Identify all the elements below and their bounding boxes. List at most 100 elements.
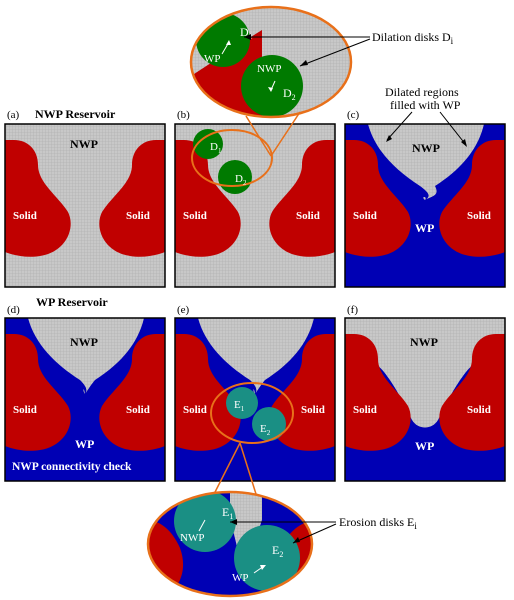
panel-f-frame — [344, 317, 506, 482]
panel-d-solid-left-label: Solid — [13, 404, 37, 416]
panel-e-zoom-ellipse — [210, 382, 294, 444]
panel-d-nwp-region — [28, 318, 144, 394]
panel-d-solid-left — [5, 334, 71, 451]
dilated-regions-line2: filled with WP — [390, 98, 461, 112]
dilated-regions-annotation: Dilated regions filled with WP — [385, 85, 461, 112]
panel-a-solid-right — [99, 140, 165, 257]
panel-c-solid-left — [345, 140, 411, 257]
erosion-disks-label: Erosion disks Ei — [339, 515, 417, 531]
zoom-erosion-callout: E1 NWP E2 WP — [146, 490, 314, 598]
panel-e-nwp-region — [198, 318, 314, 394]
panel-c-frame — [344, 123, 506, 288]
panel-c-nwp-region — [368, 124, 484, 200]
erosion-annotation: Erosion disks Ei — [230, 515, 417, 544]
panel-e-e1-label: E1 — [234, 399, 245, 413]
panel-f-label: (f) — [347, 304, 358, 316]
panel-e: Solid Solid E1 E2 — [174, 317, 336, 482]
zoom-bottom-connector-2 — [239, 442, 257, 495]
panel-c-label: (c) — [347, 109, 360, 121]
zoom-ellipse-bottom — [146, 490, 314, 598]
dilation-disk-d2 — [241, 55, 303, 117]
panel-e-solid-left — [175, 334, 241, 451]
panel-f-solid-right-label: Solid — [467, 404, 491, 416]
dilated-regions-line1: Dilated regions — [385, 85, 459, 99]
panel-e-e2-label: E2 — [260, 423, 271, 437]
panel-e-disk-e2 — [252, 407, 286, 441]
panel-b-solid-left — [175, 140, 241, 257]
panel-c-wp: WP — [415, 221, 434, 235]
panel-b-solid-right — [269, 140, 335, 257]
zoom-d2-label: D2 — [283, 86, 296, 102]
panel-a-solid-left — [5, 140, 71, 257]
panel-d-connectivity-check: NWP connectivity check — [12, 461, 132, 473]
dilation-arrowhead-1 — [244, 34, 251, 40]
panel-b: Solid Solid D1 D2 — [174, 123, 336, 288]
panel-c-solid-left-label: Solid — [353, 210, 377, 222]
panel-e-label: (e) — [177, 304, 190, 316]
panel-f-solid-left-label: Solid — [353, 404, 377, 416]
zoom-bottom-wp-label: WP — [232, 572, 249, 584]
panel-d: NWP Solid Solid WP NWP connectivity chec… — [4, 317, 166, 482]
panel-a-frame — [4, 123, 166, 288]
panel-e-solid-left-label: Solid — [183, 404, 207, 416]
panel-a-nwp: NWP — [70, 137, 98, 151]
panel-a-label: (a) — [7, 109, 20, 121]
panel-f-nwp-region — [345, 318, 505, 428]
zoom-bottom-wp-arrowhead — [260, 565, 266, 570]
dilation-arrowhead-2 — [300, 60, 308, 66]
zoom-top-connector-1 — [245, 115, 272, 157]
dilated-pointer-1 — [386, 111, 413, 141]
panel-e-disk-e1 — [226, 387, 258, 419]
panel-d-solid-right — [99, 334, 165, 451]
panel-d-wp: WP — [75, 437, 94, 451]
panel-d-frame — [4, 317, 166, 482]
zoom-wp-label: WP — [204, 53, 221, 65]
panel-c: NWP Solid Solid WP — [344, 111, 506, 288]
panel-f-solid-left — [345, 334, 411, 451]
erosion-arrowhead-1 — [230, 519, 237, 525]
dilation-annotation: Dilation disks Di — [244, 30, 454, 67]
panel-c-solid-right — [439, 140, 505, 257]
dilation-disks-label: Dilation disks Di — [372, 30, 454, 46]
zoom-bottom-nwp-label: NWP — [180, 532, 204, 544]
panel-f: NWP Solid Solid WP — [344, 317, 506, 482]
panel-e-frame — [174, 317, 336, 482]
dilation-pointer-2 — [299, 38, 371, 67]
zoom-wp-arrowhead — [226, 40, 231, 45]
panel-e-solid-right-label: Solid — [301, 404, 325, 416]
panel-d-nwp: NWP — [70, 335, 98, 349]
panel-b-disk-d1 — [193, 129, 223, 159]
panel-b-d2-label: D2 — [235, 173, 247, 187]
panel-c-nwp: NWP — [412, 141, 440, 155]
panel-b-solid-right-label: Solid — [296, 210, 320, 222]
zoom-nwp-label: NWP — [257, 63, 281, 75]
wp-reservoir-label: WP Reservoir — [36, 295, 108, 309]
zoom-dilation-callout: D1 WP NWP D2 — [189, 5, 353, 119]
panel-b-zoom-ellipse — [191, 129, 273, 187]
zoom-e2-label: E2 — [272, 543, 283, 559]
panel-d-label: (d) — [7, 304, 20, 316]
zoom-e1-label: E1 — [222, 505, 233, 521]
panel-a: NWP Solid Solid — [4, 123, 166, 288]
panel-c-solid-right-label: Solid — [467, 210, 491, 222]
panel-b-d1-label: D1 — [210, 141, 222, 155]
panel-f-solid-right — [439, 334, 505, 451]
dilated-pointer-2 — [439, 111, 467, 146]
panel-b-solid-left-label: Solid — [183, 210, 207, 222]
nwp-reservoir-label: NWP Reservoir — [35, 107, 116, 121]
erosion-pointer-2 — [292, 523, 337, 544]
panel-a-solid-right-label: Solid — [126, 210, 150, 222]
panel-f-nwp: NWP — [410, 335, 438, 349]
panel-f-wp: WP — [415, 439, 434, 453]
dilated-arrowhead-2 — [461, 139, 467, 147]
panel-a-solid-left-label: Solid — [13, 210, 37, 222]
zoom-ellipse-top — [189, 5, 353, 119]
panel-b-label: (b) — [177, 109, 190, 121]
panel-b-frame — [174, 123, 336, 288]
zoom-top-connector-2 — [270, 111, 301, 157]
panel-d-solid-right-label: Solid — [126, 404, 150, 416]
zoom-bottom-nwp-arrow — [198, 519, 206, 532]
erosion-arrowhead-2 — [293, 537, 300, 543]
zoom-nwp-arrowhead — [268, 87, 273, 92]
